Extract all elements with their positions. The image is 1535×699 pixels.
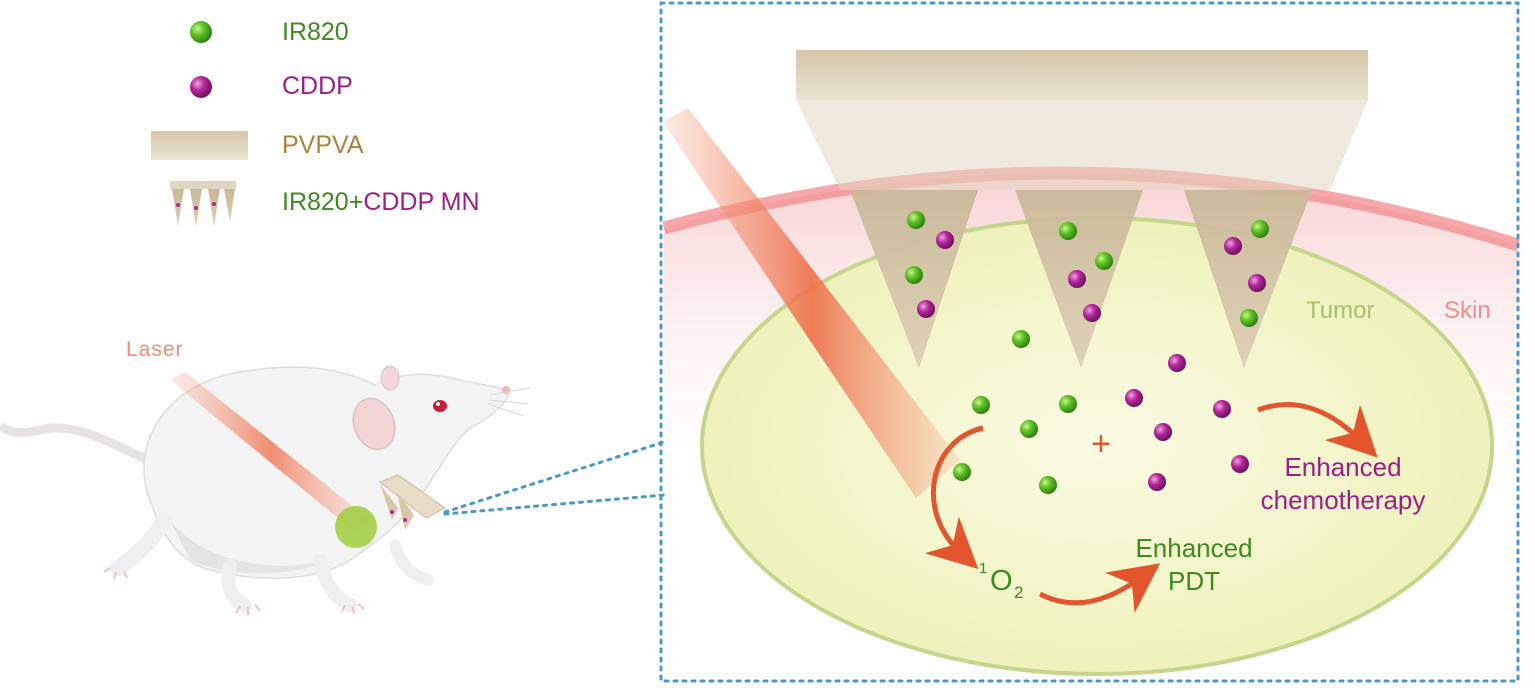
legend: IR820 CDDP PVPVA IR820+CDDP MN xyxy=(151,18,480,226)
cddp-particle xyxy=(917,300,935,318)
cddp-particle xyxy=(1125,389,1143,407)
cddp-particle xyxy=(1224,237,1242,255)
singlet-oxygen-base: O xyxy=(990,565,1013,597)
legend-mn-label-part2: CDDP MN xyxy=(363,188,479,216)
legend-pvpva-label: PVPVA xyxy=(282,131,364,159)
enhanced-pdt-line2: PDT xyxy=(1168,566,1220,596)
enhanced-chemotherapy-line1: Enhanced xyxy=(1284,452,1401,482)
skin-label: Skin xyxy=(1444,297,1491,324)
ir820-particle xyxy=(1039,476,1057,494)
pvpva-backing xyxy=(796,50,1368,100)
pvpva-base-icon xyxy=(151,131,248,160)
cddp-particle xyxy=(1213,400,1231,418)
mouse-illustration xyxy=(4,366,530,615)
ir820-particle-icon xyxy=(190,21,212,43)
zoom-panel: + Tumor Skin 1 O 2 Enhanced PDT Enhanced… xyxy=(663,50,1518,674)
cddp-particle xyxy=(1168,354,1186,372)
singlet-oxygen-subscript: 2 xyxy=(1014,583,1023,602)
laser-label: Laser xyxy=(126,338,184,361)
cddp-particle xyxy=(1248,274,1266,292)
microneedle-patch-icon xyxy=(170,181,236,226)
plus-sign: + xyxy=(1091,425,1111,463)
cddp-particle xyxy=(1083,304,1101,322)
singlet-oxygen-superscript: 1 xyxy=(979,560,987,577)
ir820-particle xyxy=(1020,420,1038,438)
ir820-particle xyxy=(1095,252,1113,270)
legend-ir820-label: IR820 xyxy=(282,18,349,46)
cddp-particle xyxy=(1231,455,1249,473)
ir820-particle xyxy=(1240,309,1258,327)
ir820-particle xyxy=(907,211,925,229)
cddp-particle xyxy=(1148,473,1166,491)
zoom-connector-lower xyxy=(445,495,664,514)
enhanced-pdt-line1: Enhanced xyxy=(1135,533,1252,563)
cddp-particle-icon xyxy=(190,76,212,98)
enhanced-chemotherapy-line2: chemotherapy xyxy=(1261,485,1426,515)
tumor-label: Tumor xyxy=(1306,297,1374,324)
ir820-particle xyxy=(1012,330,1030,348)
ir820-particle xyxy=(1059,222,1077,240)
ir820-particle xyxy=(953,463,971,481)
zoom-connector-upper xyxy=(445,442,664,512)
legend-mn-label-part1: IR820+ xyxy=(282,188,363,216)
cddp-particle xyxy=(1154,423,1172,441)
ir820-particle xyxy=(1251,220,1269,238)
cddp-particle xyxy=(936,231,954,249)
legend-cddp-label: CDDP xyxy=(282,72,353,100)
tumor-spot xyxy=(335,506,377,548)
ir820-particle xyxy=(1059,395,1077,413)
ir820-particle xyxy=(972,396,990,414)
legend-mn-label: IR820+CDDP MN xyxy=(282,188,480,216)
ir820-particle xyxy=(905,266,923,284)
cddp-particle xyxy=(1068,270,1086,288)
